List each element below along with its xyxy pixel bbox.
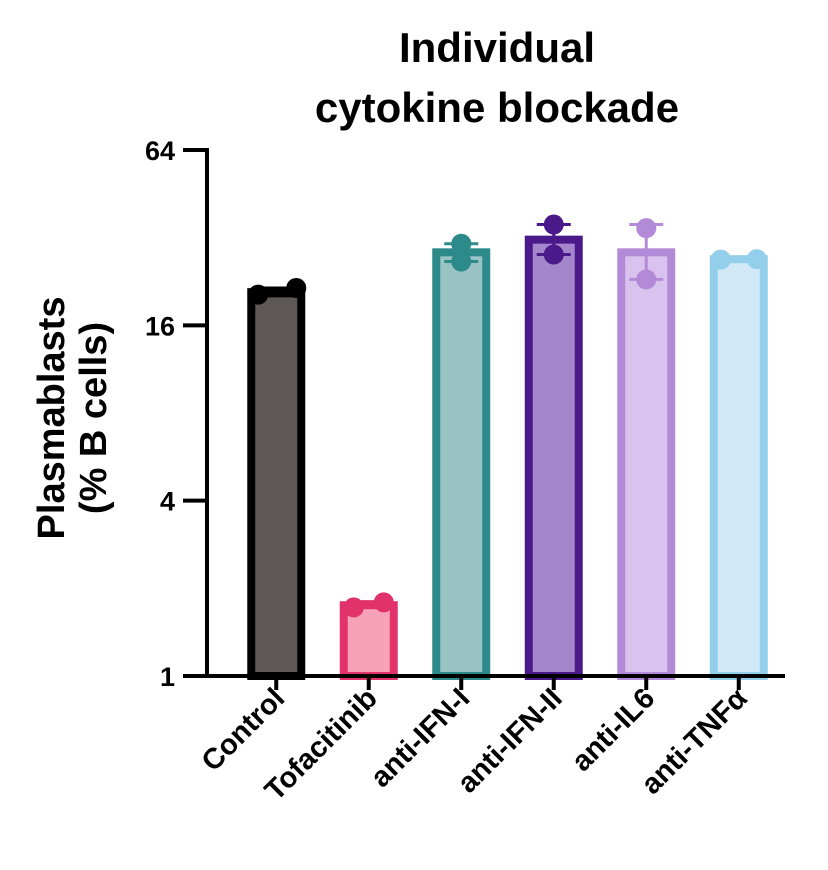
y-axis-label: Plasmablasts (% B cells) — [31, 297, 115, 540]
data-point — [451, 251, 472, 272]
data-point — [543, 244, 564, 265]
bar-group: anti-IFN-I — [365, 233, 491, 794]
y-tick-label: 16 — [145, 311, 175, 341]
data-point — [710, 249, 731, 270]
y-tick-label: 1 — [160, 662, 175, 692]
plot-area: ControlTofacitinibanti-IFN-Ianti-IFN-IIa… — [145, 136, 785, 807]
y-axis-label-line-1: Plasmablasts — [31, 297, 73, 540]
data-point — [451, 233, 472, 254]
y-axis-label-line-2: (% B cells) — [73, 322, 115, 514]
data-point — [636, 218, 657, 239]
data-point — [248, 284, 269, 305]
chart-title-line-2: cytokine blockade — [315, 84, 679, 131]
data-point — [543, 214, 564, 235]
bar-group: Control — [196, 277, 307, 778]
y-tick-label: 64 — [145, 136, 175, 166]
chart-title: Individual cytokine blockade — [315, 24, 679, 131]
x-tick-label: anti-IL6 — [566, 682, 662, 778]
bar — [524, 235, 583, 681]
bar — [709, 255, 768, 680]
data-point — [746, 249, 767, 270]
y-tick-label: 4 — [160, 487, 175, 517]
data-point — [343, 597, 364, 618]
data-point — [286, 277, 307, 298]
data-point — [636, 269, 657, 290]
data-point — [373, 592, 394, 613]
chart-title-line-1: Individual — [399, 24, 595, 71]
bar — [617, 248, 676, 680]
bar — [432, 248, 491, 680]
x-tick-label: Control — [196, 682, 292, 778]
bar — [247, 288, 306, 680]
